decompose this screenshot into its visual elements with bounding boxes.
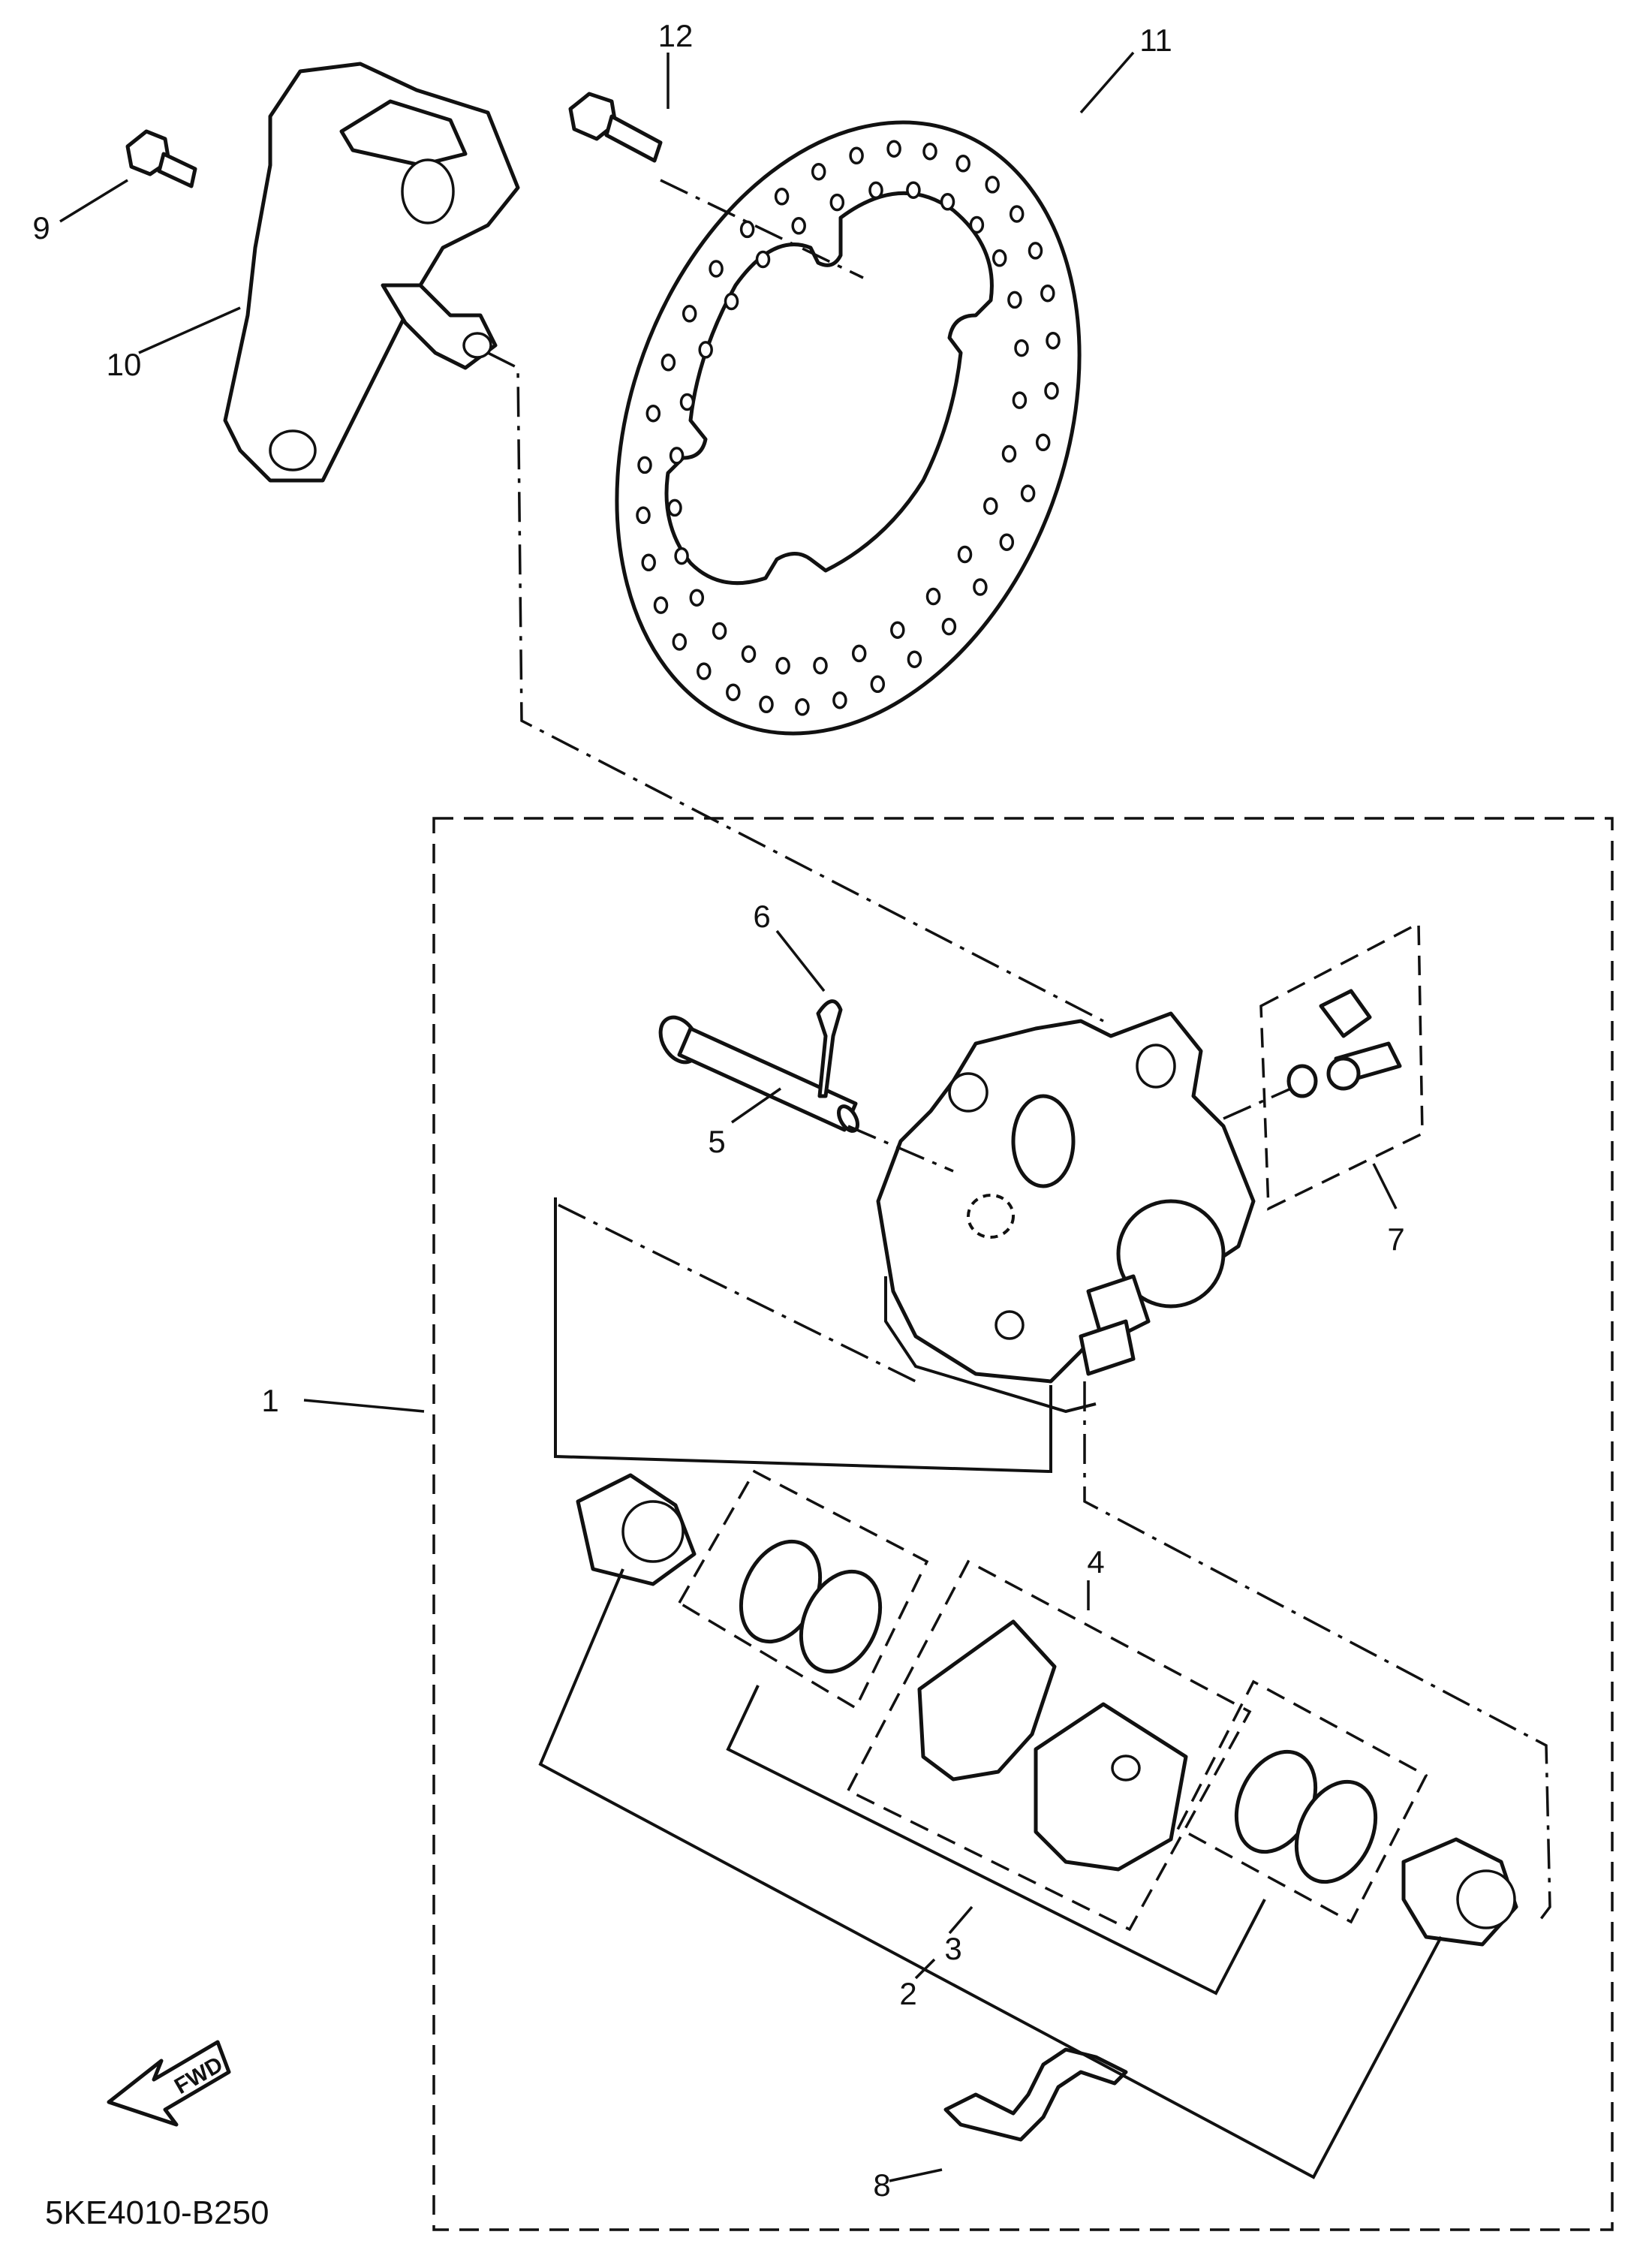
- disc-hole: [641, 553, 656, 572]
- disc-hole: [726, 683, 741, 701]
- callout-7: 7: [1387, 1221, 1404, 1257]
- disc-hole: [1046, 331, 1061, 350]
- disc-hole: [999, 533, 1015, 551]
- disc-hole: [849, 146, 864, 165]
- brake-pad-kit: [846, 1559, 1252, 1932]
- disc-hole: [940, 193, 955, 211]
- callout-3: 3: [944, 1931, 961, 1966]
- disc-hole: [697, 662, 712, 680]
- disc-hole: [1044, 381, 1059, 400]
- callout-leaders: [59, 51, 1398, 2182]
- disc-hole: [907, 650, 922, 668]
- disc-hole: [667, 498, 682, 517]
- disc-hole: [689, 589, 705, 607]
- disc-hole: [811, 162, 826, 181]
- callout-11: 11: [1139, 23, 1172, 58]
- brake-disc: [615, 120, 1082, 736]
- disc-hole: [1001, 444, 1017, 463]
- callout-12: 12: [658, 18, 694, 53]
- disc-hole: [645, 404, 661, 423]
- piston-left: [576, 1473, 697, 1586]
- seal-kit-left: [677, 1469, 929, 1710]
- disc-hole: [955, 155, 970, 173]
- disc-hole: [636, 506, 651, 525]
- disc-hole: [886, 140, 901, 158]
- disc-hole: [775, 657, 790, 675]
- seal-kit-right: [1176, 1679, 1428, 1924]
- disc-hole: [795, 698, 810, 716]
- caliper-bracket: [223, 62, 520, 483]
- disc-hole: [755, 250, 771, 269]
- fwd-arrow-icon: FWD: [107, 2040, 231, 2127]
- part-code: 5KE4010-B250: [45, 2194, 269, 2231]
- assembly-lines: [487, 179, 1551, 2179]
- disc-hole: [1028, 242, 1043, 260]
- disc-hole: [851, 644, 867, 663]
- disc-hole: [724, 292, 739, 311]
- disc-hole: [1009, 205, 1025, 223]
- disc-hole: [739, 220, 755, 239]
- disc-hole: [992, 249, 1007, 267]
- disc-hole: [832, 691, 847, 709]
- caliper-body: [876, 1011, 1256, 1414]
- disc-hole: [712, 622, 727, 640]
- disc-hole: [791, 217, 806, 235]
- caliper-assembly-frame: [432, 817, 1614, 2231]
- disc-hole: [983, 497, 998, 515]
- disc-hole: [698, 341, 713, 359]
- pin-clip: [816, 999, 843, 1098]
- callout-10: 10: [107, 347, 142, 382]
- disc-hole: [672, 633, 688, 651]
- disc-hole: [759, 695, 774, 714]
- disc-hole: [813, 656, 828, 675]
- disc-hole: [973, 578, 988, 596]
- disc-hole: [922, 142, 937, 161]
- bolt-12: [568, 92, 663, 163]
- disc-hole: [674, 547, 689, 565]
- piston-right: [1401, 1837, 1518, 1947]
- disc-hole: [661, 354, 676, 372]
- disc-hole: [679, 393, 695, 411]
- pad-pin: [658, 1015, 859, 1133]
- callout-4: 4: [1087, 1544, 1104, 1580]
- callout-6: 6: [753, 899, 770, 934]
- disc-hole: [637, 456, 652, 474]
- disc-hole: [829, 193, 845, 212]
- callout-8: 8: [873, 2167, 890, 2203]
- callout-2: 2: [899, 1976, 916, 2011]
- disc-hole: [682, 305, 697, 323]
- disc-hole: [741, 645, 757, 663]
- disc-hole: [957, 545, 973, 564]
- disc-hole: [870, 675, 886, 694]
- bleed-screw-set: [1259, 921, 1424, 1211]
- disc-hole: [906, 181, 921, 199]
- callout-1: 1: [261, 1383, 278, 1418]
- pad-spring: [943, 2047, 1128, 2142]
- callout-9: 9: [32, 210, 50, 245]
- disc-hole: [941, 617, 957, 636]
- disc-hole: [868, 181, 883, 200]
- disc-hole: [1040, 284, 1055, 303]
- disc-hole: [1012, 391, 1028, 409]
- disc-hole: [969, 215, 985, 234]
- disc-hole: [1014, 339, 1029, 357]
- disc-hole: [669, 447, 685, 465]
- callout-numbers: 1 2 3 4 5 6 7 8 9 10 11 12: [32, 18, 1404, 2203]
- disc-hole: [653, 596, 669, 614]
- disc-hole: [925, 587, 941, 606]
- disc-hole: [1020, 484, 1036, 502]
- callout-5: 5: [708, 1124, 725, 1159]
- disc-hole: [985, 176, 1000, 194]
- disc-hole: [1007, 291, 1022, 309]
- disc-hole: [709, 260, 724, 278]
- disc-hole: [774, 188, 790, 206]
- bolt-9: [125, 129, 197, 188]
- disc-hole: [890, 621, 905, 639]
- disc-hole: [1035, 433, 1051, 452]
